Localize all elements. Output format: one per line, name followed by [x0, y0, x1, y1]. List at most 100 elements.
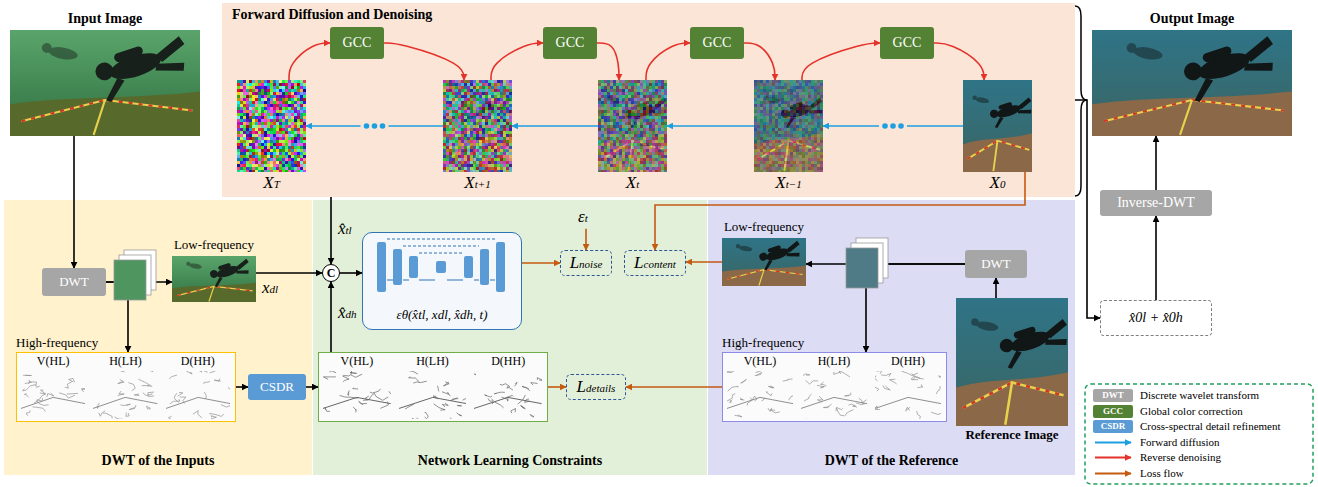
frequency-heading: High-frequency	[16, 336, 98, 351]
connector-arrow	[626, 386, 722, 388]
underwater-photo	[722, 238, 806, 286]
wavelet-stack	[846, 238, 888, 288]
noise-label: εt	[578, 208, 588, 227]
gcc-box: GCC	[880, 27, 934, 59]
legend-text: Loss flow	[1140, 468, 1184, 479]
subband-label: H(LH)	[818, 355, 851, 369]
edge-label: xdl	[262, 279, 278, 298]
diffusion-step-image: Xt	[598, 80, 667, 172]
legend-text: Forward diffusion	[1140, 437, 1220, 448]
unet-figure	[363, 236, 520, 298]
legend-swatch: CSDR	[1093, 420, 1133, 433]
sum-label: x̂0l + x̂0h	[1129, 310, 1183, 326]
connector-arrow	[522, 262, 560, 264]
connector-arrow	[667, 125, 754, 127]
ellipsis-dots	[361, 121, 389, 131]
underwater-photo	[172, 256, 256, 302]
region-title: Network Learning Constraints	[313, 453, 707, 469]
connector-arrow	[1155, 216, 1157, 300]
legend-text: Reverse denoising	[1140, 452, 1221, 463]
swatch-label: CSDR	[1101, 422, 1126, 431]
box-label: GCC	[556, 35, 585, 51]
connector-arrow	[995, 278, 997, 298]
legend-text: Global color correction	[1140, 406, 1243, 417]
edge-map	[166, 371, 230, 419]
image-caption: Input Image	[0, 11, 240, 27]
connector-arrow	[306, 386, 318, 388]
low-frequency-image: Low-frequency	[722, 238, 806, 286]
edge-map	[399, 371, 467, 419]
low-frequency-image: Low-frequency	[172, 256, 256, 302]
region-fill	[222, 3, 1075, 197]
loss-box: Lcontent	[624, 250, 686, 276]
image-caption: Xt	[626, 174, 639, 193]
box-label: DWT	[59, 275, 89, 290]
edge-label: x̂dh	[338, 304, 357, 323]
loss-label: Lnoise	[570, 254, 603, 273]
connector-arrow	[330, 282, 332, 352]
underwater-photo	[10, 30, 200, 136]
denoising-network: εθ(x̂tl, xdl, x̂dh, t)	[362, 232, 522, 330]
edge-label: x̂tl	[338, 220, 352, 239]
region-title: Forward Diffusion and Denoising	[232, 7, 432, 23]
box-label: GCC	[893, 35, 922, 51]
edge-map	[801, 371, 867, 419]
network-formula: εθ(x̂tl, xdl, x̂dh, t)	[363, 308, 521, 323]
sum-box: x̂0l + x̂0h	[1100, 300, 1212, 336]
connector-arrow	[491, 43, 543, 80]
subband-label: D(HH)	[891, 355, 925, 369]
ellipsis-dots	[879, 121, 907, 131]
loss-box: Ldetails	[566, 374, 626, 400]
legend-swatch: GCC	[1093, 405, 1133, 418]
edge-map	[323, 371, 391, 419]
diffusion-step-image: Xt+1	[443, 80, 512, 172]
dwt-box: DWT	[965, 250, 1027, 278]
image-caption: Low-frequency	[132, 238, 296, 253]
wavelet-stack	[114, 250, 156, 300]
connector-arrow	[934, 43, 984, 80]
legend-frame	[1085, 384, 1313, 484]
diffusion-step-image: XT	[237, 80, 306, 172]
input-image: Input Image	[10, 30, 200, 136]
underwater-photo	[754, 80, 823, 172]
connector-arrow	[512, 125, 598, 127]
subband-label: H(LH)	[109, 355, 142, 369]
underwater-photo	[598, 80, 667, 172]
legend-text: Cross-spectral detail refinement	[1140, 421, 1281, 432]
edge-map	[474, 371, 542, 419]
gcc-box: GCC	[543, 27, 597, 59]
swatch-label: DWT	[1102, 391, 1124, 400]
box-label: Inverse-DWT	[1117, 195, 1195, 211]
subband-label: V(HL)	[37, 355, 70, 369]
concat-symbol: C	[327, 267, 336, 279]
image-caption: Low-frequency	[682, 220, 846, 235]
connector-arrow	[236, 386, 248, 388]
legend-arrow-sample	[1093, 467, 1133, 480]
connector-arrow	[655, 172, 1025, 250]
edge-map	[875, 371, 941, 419]
connector-arrow	[330, 197, 332, 264]
subband-label: V(HL)	[744, 355, 777, 369]
connector-arrow	[646, 43, 690, 80]
region-fill	[4, 200, 312, 475]
frequency-heading: High-frequency	[722, 336, 804, 351]
legend-text: Discrete wavelet transform	[1140, 390, 1259, 401]
loss-label: Lcontent	[634, 254, 676, 273]
connector-arrow	[686, 261, 722, 263]
gcc-box: GCC	[330, 27, 384, 59]
image-caption: XT	[263, 174, 280, 193]
legend-arrow-sample	[1093, 436, 1133, 449]
connector-arrow	[744, 43, 775, 80]
underwater-photo	[963, 80, 1032, 172]
reference-image: Reference Image	[956, 298, 1068, 426]
box-label: DWT	[981, 257, 1011, 272]
leader-arrow	[585, 229, 587, 250]
output-image: Output Image	[1092, 30, 1292, 136]
underwater-photo	[956, 298, 1068, 426]
edge-map	[93, 371, 157, 419]
region-title: DWT of the Inputs	[4, 453, 312, 469]
connector-arrow	[1155, 136, 1157, 190]
image-caption: X0	[990, 174, 1006, 193]
high-frequency-box: High-frequencyV(HL)H(LH)D(HH)	[722, 352, 947, 422]
image-caption: Output Image	[1052, 11, 1318, 27]
